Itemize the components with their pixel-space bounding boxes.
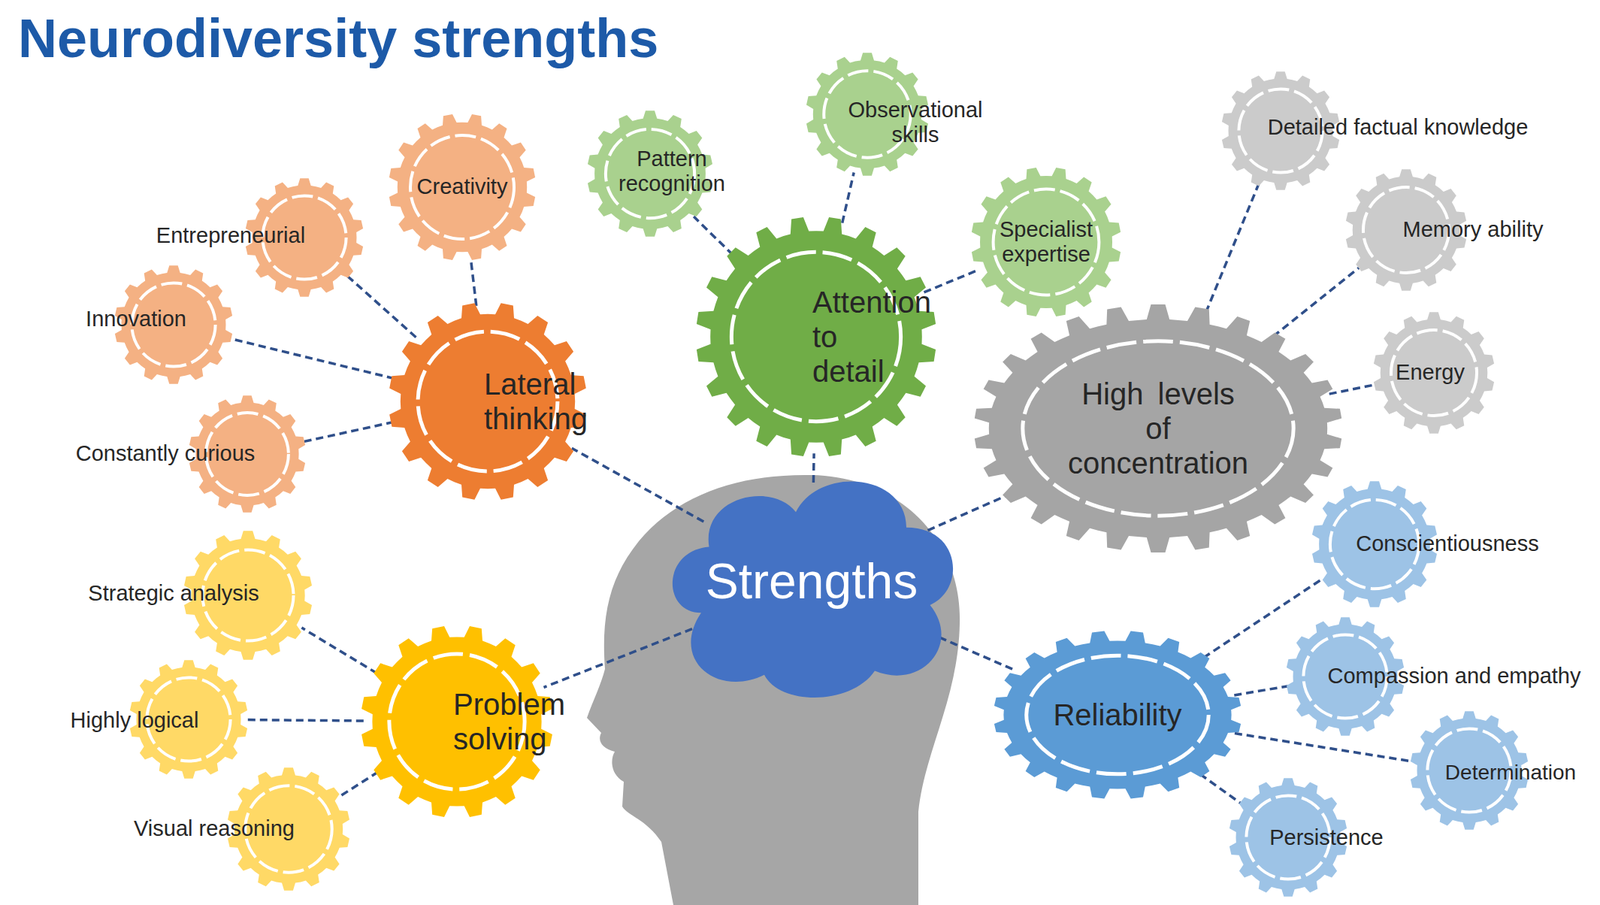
gear-ring (1022, 341, 1294, 516)
gear-outline (994, 631, 1241, 799)
strength-gear: Innovation (85, 265, 233, 385)
strength-label: Constantly curious (75, 441, 256, 466)
dashed-connector (338, 771, 379, 797)
head-profile (586, 474, 960, 905)
strength-label: Innovation (85, 306, 187, 332)
dashed-connector (544, 629, 693, 688)
strength-gear: Compassion and empathy (1285, 617, 1581, 736)
dashed-connector (571, 447, 704, 522)
gear-ring (410, 135, 515, 239)
dashed-connector (302, 421, 394, 442)
gear-shape (388, 302, 587, 501)
dashed-connector (842, 172, 855, 224)
gear-outline (971, 167, 1121, 317)
strength-label: Energy (1395, 359, 1465, 385)
dashed-connector (693, 216, 733, 255)
hub-label: Lateral thinking (483, 366, 492, 436)
strength-gear: Constantly curious (75, 395, 306, 513)
strength-label: Memory ability (1403, 217, 1544, 242)
dashed-connector (1273, 266, 1361, 337)
gear-ring (389, 653, 525, 790)
strength-label: Highly logical (70, 707, 200, 733)
gear-ring (417, 331, 558, 472)
dashed-connector (812, 453, 816, 483)
dashed-connector (1234, 733, 1413, 762)
hub-label: Reliability (1052, 697, 1182, 732)
strength-gear: Observational skills (805, 52, 987, 176)
gear-outline (389, 302, 587, 500)
center-label: Strengths (705, 553, 919, 611)
strength-gear: Energy (1373, 311, 1495, 434)
strength-gear: Pattern recognition (586, 110, 736, 237)
hub-label: Problem solving (453, 686, 461, 757)
gear-outline (1373, 311, 1495, 434)
strength-gear: Conscientiousness (1311, 480, 1540, 608)
strength-gear: Creativity (388, 113, 536, 261)
brain-cloud: Strengths (653, 457, 970, 706)
strength-label: Compassion and empathy (1327, 663, 1582, 689)
cloud-outline (672, 481, 953, 699)
dashed-connector (928, 632, 1017, 672)
dashed-connector (1200, 774, 1242, 804)
dashed-connector (924, 269, 980, 293)
strength-gear: Visual reasoning (133, 767, 351, 891)
hub-gear: Attention to detail (695, 216, 937, 457)
strength-label: Creativity (417, 174, 509, 200)
hub-label: Attention to detail (812, 284, 820, 389)
gear-outline (974, 304, 1342, 553)
strength-label: Conscientiousness (1355, 531, 1539, 557)
dashed-connector (1329, 384, 1377, 395)
strength-gear: Strategic analysis (87, 530, 313, 660)
strength-label: Visual reasoning (133, 816, 295, 841)
strength-gear: Determination (1409, 710, 1576, 830)
gear-outline (389, 114, 536, 261)
dashed-connector (347, 275, 416, 338)
strength-gear: Persistence (1228, 777, 1384, 897)
dashed-connector (470, 257, 477, 306)
strength-label: Determination (1445, 760, 1576, 785)
gear-ring (1391, 329, 1477, 416)
diagram-title: Neurodiversity strengths (18, 7, 659, 70)
gear-ring (731, 251, 901, 421)
dashed-connector (229, 338, 394, 379)
strength-gear: Detailed factual knowledge (1221, 71, 1528, 191)
strength-label: Observational skills (843, 97, 987, 149)
dashed-connector (1234, 686, 1289, 696)
strength-gear: Highly logical (70, 659, 249, 779)
hub-gear: Problem solving (360, 625, 554, 818)
dashed-connector (246, 719, 364, 721)
hub-gear: High levels of concentration (973, 304, 1343, 553)
gear-ring (1026, 655, 1209, 775)
strength-label: Persistence (1269, 825, 1384, 850)
strength-label: Strategic analysis (87, 580, 259, 606)
strength-label: Entrepreneurial (156, 223, 306, 249)
dashed-connector (928, 494, 1010, 531)
hub-gear: Lateral thinking (388, 302, 587, 501)
strength-gear: Memory ability (1345, 169, 1543, 291)
strength-label: Specialist expertise (989, 217, 1103, 268)
gear-shape (360, 625, 554, 818)
gear-outline (361, 626, 553, 817)
strength-label: Pattern recognition (607, 146, 736, 197)
strength-label: Detailed factual knowledge (1267, 114, 1529, 140)
gear-outline (696, 217, 936, 457)
dashed-connector (1206, 184, 1259, 313)
dashed-connector (301, 627, 377, 674)
hub-gear: Reliability (993, 630, 1242, 799)
hub-label: High levels of concentration (1066, 376, 1250, 481)
strength-gear: Specialist expertise (970, 166, 1122, 318)
